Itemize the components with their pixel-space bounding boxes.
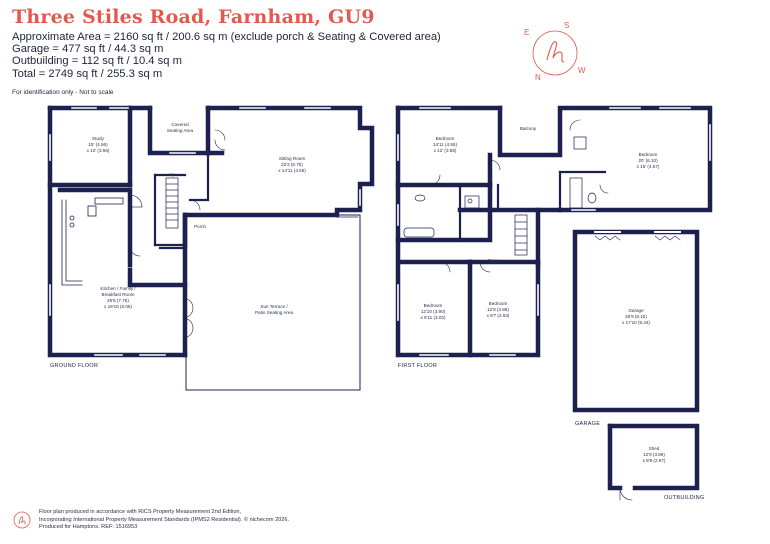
garage-door-marks xyxy=(594,235,681,241)
svg-text:25'5 (7.75): 25'5 (7.75) xyxy=(107,298,129,303)
stairs-down-label: Down xyxy=(488,258,500,263)
room-porch-label: Porch xyxy=(194,224,206,229)
svg-text:Covered: Covered xyxy=(171,122,189,127)
shed-walls xyxy=(607,423,700,491)
svg-text:12'8 (3.86): 12'8 (3.86) xyxy=(487,307,509,312)
footer-line-2: Incorporating International Property Mea… xyxy=(39,516,290,523)
compass-logo-icon: S W N E xyxy=(524,21,586,82)
svg-text:x 12' (3.66): x 12' (3.66) xyxy=(87,148,110,153)
balcony-outline xyxy=(499,107,561,156)
first-floor-label: FIRST FLOOR xyxy=(398,363,437,369)
stat-outbuilding-area: Outbuilding = 112 sq ft / 10.4 sq m xyxy=(12,55,182,68)
ground-floor-doors xyxy=(129,129,226,339)
stat-garage-area: Garage = 477 sq ft / 44.3 sq m xyxy=(12,43,164,56)
svg-text:x 15' (4.57): x 15' (4.57) xyxy=(637,164,660,169)
svg-text:Balcony: Balcony xyxy=(520,126,537,131)
svg-text:x 9'7 (2.93): x 9'7 (2.93) xyxy=(487,313,510,318)
svg-text:Shed: Shed xyxy=(649,446,660,451)
ground-floor-windows xyxy=(49,107,361,356)
outbuilding-label: OUTBUILDING xyxy=(664,495,704,501)
room-bedroom4-label: Bedroom 12'8 (3.86) x 9'7 (2.93) xyxy=(487,301,510,318)
shed-door xyxy=(619,487,633,501)
svg-text:12'9 (3.89): 12'9 (3.89) xyxy=(643,452,665,457)
garage-floor-label: GARAGE xyxy=(575,421,600,427)
identification-note: For identification only - Not to scale xyxy=(12,89,114,96)
compass-w: W xyxy=(578,66,586,75)
svg-text:Kitchen / Family /: Kitchen / Family / xyxy=(100,286,136,291)
svg-text:12'10 (3.90): 12'10 (3.90) xyxy=(421,309,446,314)
svg-text:14'11 (4.55): 14'11 (4.55) xyxy=(433,142,458,147)
svg-text:Bedroom: Bedroom xyxy=(424,303,443,308)
compass-s: S xyxy=(564,21,569,30)
room-kitchen-label: Kitchen / Family / Breakfast Room 25'5 (… xyxy=(100,286,136,309)
first-floor-fixtures xyxy=(403,136,597,256)
stairs-up-label: Up xyxy=(169,172,175,177)
room-bedroom3-label: Bedroom 12'10 (3.90) x 9'11 (3.03) xyxy=(420,303,446,320)
footer-disclaimer: Floor plan produced in accordance with R… xyxy=(39,509,289,532)
compass-e: E xyxy=(524,28,529,37)
footer-line-3: Produced for Hamptons. REF: 1516953 xyxy=(39,524,138,531)
svg-text:x 9'11 (3.03): x 9'11 (3.03) xyxy=(420,315,446,320)
svg-text:Sun Terrace /: Sun Terrace / xyxy=(260,304,288,309)
room-study-label: Study 15' (4.56) x 12' (3.66) xyxy=(87,136,110,153)
stat-approx-area: Approximate Area = 2160 sq ft / 200.6 sq… xyxy=(12,31,441,43)
svg-text:26'9 (8.15): 26'9 (8.15) xyxy=(625,314,647,319)
room-sitting-label: Sitting Room 22'2 (6.75) x 14'11 (4.55) xyxy=(278,156,306,173)
stat-total-area: Total = 2749 sq ft / 255.3 sq m xyxy=(12,67,163,80)
nichecom-logo-icon xyxy=(13,511,31,529)
first-floor-windows xyxy=(397,107,711,356)
svg-text:Patio Seating Area: Patio Seating Area xyxy=(255,310,293,315)
svg-text:x 17'10 (5.44): x 17'10 (5.44) xyxy=(622,320,650,325)
svg-text:Bedroom: Bedroom xyxy=(436,136,455,141)
svg-text:Breakfast Room: Breakfast Room xyxy=(102,292,135,297)
room-covered-label: Covered Seating Area xyxy=(167,122,194,133)
room-bedroom2-label: Bedroom 20' (6.10) x 15' (4.57) xyxy=(637,152,660,169)
room-balcony-label: Balcony xyxy=(520,126,537,131)
svg-text:22'2 (6.75): 22'2 (6.75) xyxy=(281,162,303,167)
room-terrace-label: Sun Terrace / Patio Seating Area xyxy=(255,304,293,315)
svg-text:20' (6.10): 20' (6.10) xyxy=(638,158,658,163)
first-floor-doors xyxy=(429,119,609,273)
first-floor-interior-walls xyxy=(458,170,607,242)
sun-terrace-outline xyxy=(185,214,361,391)
room-shed-label: Shed 12'9 (3.89) x 8'9 (2.67) xyxy=(643,446,666,463)
svg-text:15' (4.56): 15' (4.56) xyxy=(88,142,108,147)
area-stats: Approximate Area = 2160 sq ft / 200.6 sq… xyxy=(12,31,441,80)
svg-text:Seating Area: Seating Area xyxy=(167,128,194,133)
ground-floor-interior-walls xyxy=(153,151,210,250)
svg-text:Porch: Porch xyxy=(194,224,206,229)
room-garage-label: Garage 26'9 (8.15) x 17'10 (5.44) xyxy=(622,308,650,325)
kitchen-units xyxy=(61,197,124,286)
svg-text:x 14'11 (4.55): x 14'11 (4.55) xyxy=(278,168,306,173)
svg-text:x 8'9 (2.67): x 8'9 (2.67) xyxy=(643,458,666,463)
svg-text:Garage: Garage xyxy=(628,308,644,313)
svg-text:Sitting Room: Sitting Room xyxy=(279,156,305,161)
room-bedroom1-label: Bedroom 14'11 (4.55) x 12' (3.65) xyxy=(433,136,458,153)
ground-floor-label: GROUND FLOOR xyxy=(50,363,98,369)
footer-line-1: Floor plan produced in accordance with R… xyxy=(39,509,242,515)
svg-text:x 12' (3.65): x 12' (3.65) xyxy=(434,148,457,153)
compass-n: N xyxy=(535,73,541,82)
svg-text:x 19'10 (6.05): x 19'10 (6.05) xyxy=(104,304,132,309)
svg-text:Up: Up xyxy=(169,172,175,177)
property-title: Three Stiles Road, Farnham, GU9 xyxy=(12,6,375,28)
svg-text:Bedroom: Bedroom xyxy=(489,301,508,306)
svg-text:Bedroom: Bedroom xyxy=(639,152,658,157)
svg-text:Study: Study xyxy=(92,136,104,141)
svg-text:Down: Down xyxy=(488,258,500,263)
ground-floor-stairs xyxy=(165,177,179,229)
